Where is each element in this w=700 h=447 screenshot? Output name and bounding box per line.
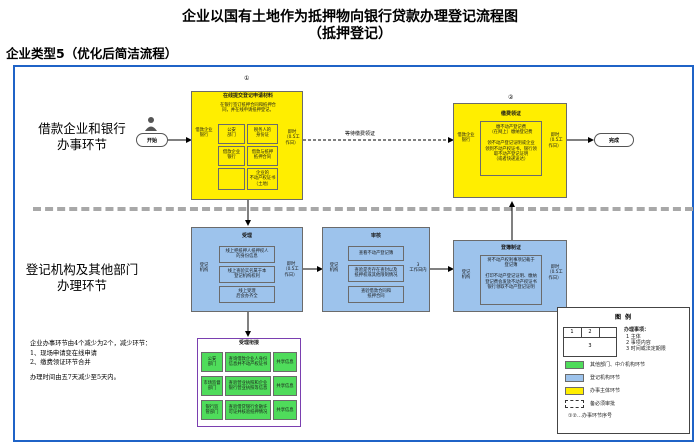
accept-item-3: 线上受理 后会办齐全: [219, 286, 275, 303]
online-cell-4: 借款与抵押 抵押合同: [247, 146, 278, 166]
payment-desc-box: 缴不动产登记费 （在网上）缴纳登记费 领不动产登记证明或企业 领到不动产权证书，…: [480, 121, 542, 176]
linkage-row-3-dept: 银行监 管部门: [201, 400, 223, 420]
issue-time: 即时 （0.5工 作日）: [547, 265, 563, 281]
accept-item-1: 线上把抵押人抵押权人 的身份信息: [219, 246, 275, 263]
legend-box-line-3: 3 时间或法定期限: [626, 346, 666, 352]
linkage-row-3-task: 查验借贷银行金融许 可证并核验抵押情况: [225, 400, 271, 420]
issue-desc-box: 将不动产权利事项记载于 登记簿 打印不动产登记证明、缴纳 登记费会发放不动产权证…: [480, 255, 542, 305]
review-item-2: 查验是否存在查封以及 抵押权或其他限制情况: [348, 265, 404, 282]
online-cell-6: 企业的 不动产权证书 （土地）: [247, 168, 278, 190]
review-left-label: 登记 机构: [329, 263, 339, 274]
linkage-row-2-share: 共享信息: [273, 376, 297, 396]
note-line-4: 办理时间由五7天减少至5天内。: [30, 373, 120, 381]
note-line-1: 企业办事环节由4个减少为2个，减少环节：: [30, 340, 152, 347]
legend-label-yellow: 办事主体环节: [590, 388, 621, 394]
notes-block: 企业办事环节由4个减少为2个，减少环节： 1、现场申请变在线申请 2、缴费领证环…: [30, 339, 200, 382]
legend-dashed-sample: [565, 400, 584, 408]
legend-box-title: 办理事项：: [624, 327, 650, 333]
linkage-row-3-share: 共享信息: [273, 400, 297, 420]
review-header: 审核: [370, 233, 381, 239]
lane-label-bottom: 登记机构及其他部门 办理环节: [25, 262, 139, 293]
page-subtitle: （抵押登记）: [308, 26, 392, 42]
step-number-1: ①: [244, 75, 250, 82]
page-title: 企业以国有土地作为抵押物向银行贷款办理登记流程图: [182, 9, 518, 25]
note-line-2: 1、现场申请变在线申请: [30, 349, 97, 357]
online-header: 在线提交登记申请材料: [222, 93, 273, 99]
legend-label-blue: 登记机构环节: [590, 375, 621, 381]
legend-swatch-blue: [565, 374, 584, 382]
payment-desc: 缴不动产登记费 （在网上）缴纳登记费 领不动产登记证明或企业 领到不动产权证书，…: [485, 125, 537, 163]
online-time: 即时 （0.5工 作日）: [284, 130, 300, 146]
legend-cell-2: 2: [588, 329, 592, 335]
legend-label-green: 其他部门、中介机构环节: [590, 362, 646, 368]
online-cell-5: [218, 168, 245, 190]
legend-title: 图 例: [614, 314, 633, 321]
linkage-row-1-share: 共享信息: [273, 352, 297, 372]
accept-left-label: 登记 机构: [199, 263, 209, 274]
accept-time: 即时 （0.5工 作日）: [283, 262, 299, 278]
online-cell-3: 借款企业 银行: [218, 146, 245, 166]
lane-separator: [33, 207, 693, 211]
end-node: 完成: [594, 133, 634, 147]
legend-label-order: ①②…办事环节序号: [568, 413, 612, 419]
online-cell-2: 税务人的 身份证: [247, 124, 278, 144]
linkage-header: 受理衔接: [238, 340, 259, 346]
legend-box-line-1: 1 主体: [626, 334, 641, 340]
linkage-row-2-dept: 市场监督 部门: [201, 376, 223, 396]
linkage-row-2-task: 查验营业执照和企业 银行营业执照等信息: [225, 376, 271, 396]
review-item-1: 查看不动产登记簿: [348, 246, 404, 261]
legend-sample-box: [563, 327, 617, 357]
linkage-row-1-task: 查询借款企业人身份 信息并不动产权证书: [225, 352, 271, 372]
wait-label: 等待缴费领证: [345, 131, 376, 137]
step-number-2: ②: [508, 94, 514, 101]
review-item-3: 查验借款合同和 抵押合同: [348, 286, 404, 303]
diagram-frame: [13, 65, 694, 442]
accept-header: 受理: [241, 233, 252, 239]
payment-header: 缴费领证: [500, 111, 521, 117]
lane-label-top: 借款企业和银行 办事环节: [38, 121, 126, 152]
online-desc: 在银行签订抵押合同和抵押合同，并在线申请抵押登记。: [220, 103, 276, 114]
legend-cell-1: 1: [570, 329, 574, 335]
issue-desc: 将不动产权利事项记载于 登记簿 打印不动产登记证明、缴纳 登记费会发放不动产权证…: [485, 258, 537, 291]
section-title: 企业类型5（优化后简洁流程）: [6, 46, 178, 61]
accept-item-2: 线上查验实名属于本 登记机构权利: [219, 266, 275, 283]
online-left-label: 借款企业 银行: [195, 128, 213, 139]
legend-label-dashed: 备必须审批: [590, 401, 616, 407]
note-line-3: 2、缴费领证环节合并: [30, 359, 91, 366]
legend-swatch-green: [565, 361, 584, 369]
issue-left-label: 登记 机构: [461, 270, 471, 281]
legend-cell-3: 3: [588, 343, 592, 349]
payment-left-label: 借款企业 银行: [457, 133, 475, 144]
issue-header: 登簿制证: [500, 245, 521, 251]
payment-time: 即时 （0.5工 作日）: [547, 133, 563, 149]
start-node: 开始: [136, 133, 168, 147]
linkage-row-1-dept: 公安 部门: [201, 352, 223, 372]
review-time: 3 工作日内: [409, 263, 427, 274]
person-icon: [145, 117, 157, 131]
online-cell-1: 公安 部门: [218, 124, 245, 144]
legend-swatch-yellow: [565, 387, 584, 395]
legend-box-line-2: 2 事项内容: [626, 340, 651, 346]
